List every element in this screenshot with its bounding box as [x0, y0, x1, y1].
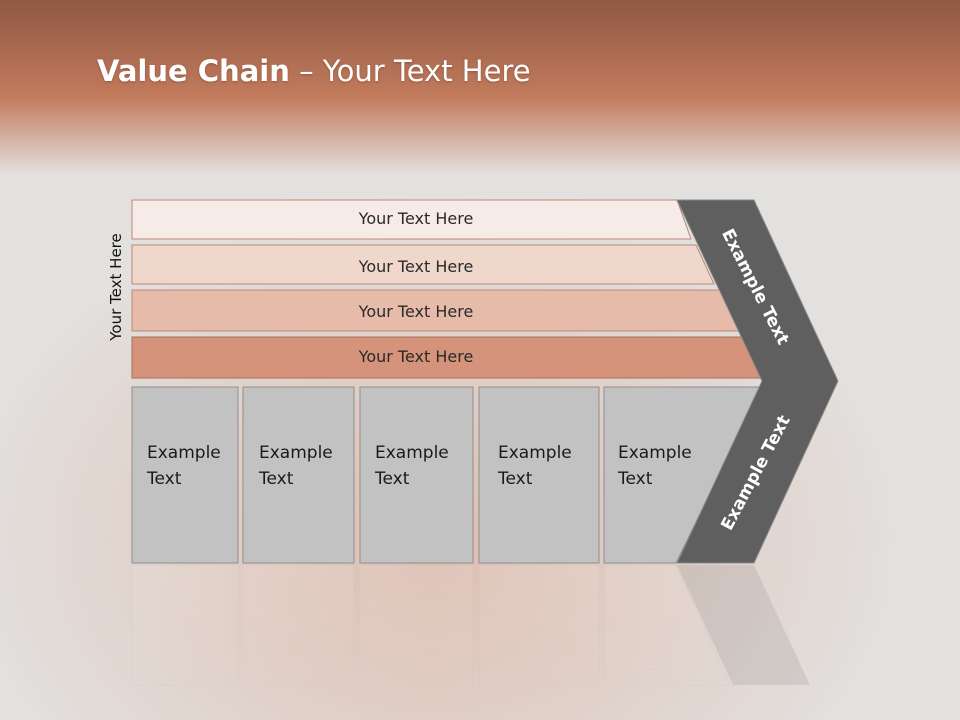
support-bar-label-1: Your Text Here — [358, 209, 474, 228]
activity-label-5-line2: Text — [618, 469, 653, 489]
activity-label-3-line1: Example — [375, 443, 449, 463]
activity-label-1-line1: Example — [147, 443, 221, 463]
activity-label-1: Example Text — [147, 440, 221, 492]
activity-label-5: Example Text — [618, 440, 692, 492]
activity-label-1-line2: Text — [147, 469, 182, 489]
activity-box-2 — [242, 386, 355, 564]
margin-chevron — [676, 199, 839, 564]
activity-label-4-line1: Example — [498, 443, 572, 463]
activity-label-2: Example Text — [259, 440, 333, 492]
activity-box-4 — [478, 386, 600, 564]
activity-box-3 — [359, 386, 474, 564]
title-rest: – Your Text Here — [289, 54, 531, 88]
title-bold: Value Chain — [97, 54, 290, 88]
support-bar-1 — [131, 199, 692, 240]
activity-label-2-line2: Text — [259, 469, 294, 489]
reflection — [131, 564, 810, 686]
support-bar-label-4: Your Text Here — [358, 347, 474, 366]
activity-label-3-line2: Text — [375, 469, 410, 489]
slide-title: Value Chain – Your Text Here — [97, 54, 531, 88]
support-bar-label-2: Your Text Here — [358, 257, 474, 276]
activity-box-1 — [131, 386, 239, 564]
activity-label-4: Example Text — [498, 440, 572, 492]
support-bar-2 — [131, 244, 715, 285]
activity-label-3: Example Text — [375, 440, 449, 492]
activity-label-4-line2: Text — [498, 469, 533, 489]
activity-label-2-line1: Example — [259, 443, 333, 463]
support-bar-label-3: Your Text Here — [358, 302, 474, 321]
activity-label-5-line1: Example — [618, 443, 692, 463]
activity-box-5 — [603, 386, 763, 564]
